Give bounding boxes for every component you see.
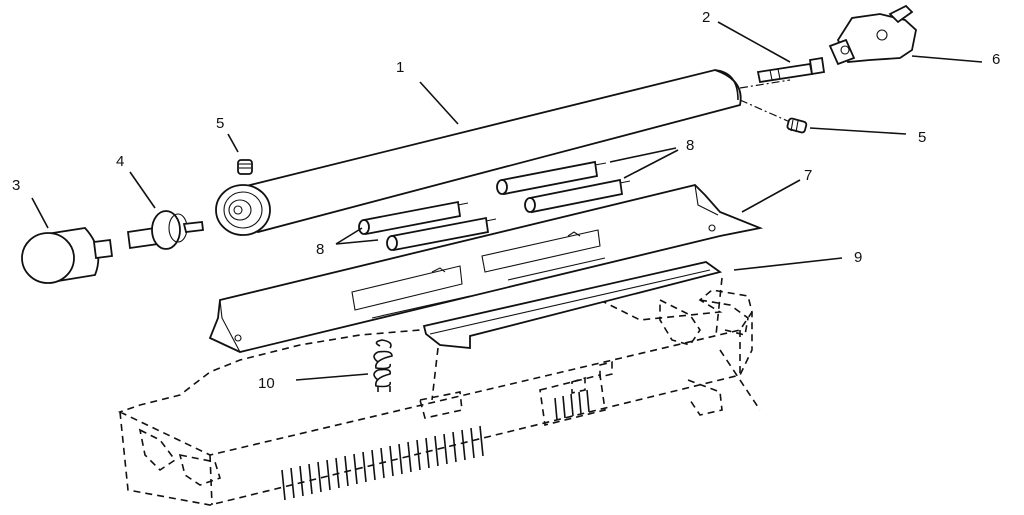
pinch-roller-top-right bbox=[524, 178, 631, 214]
callout-8-right: 8 bbox=[686, 137, 694, 154]
set-screw-left bbox=[237, 159, 253, 175]
callout-10: 10 bbox=[258, 375, 275, 392]
platen-knob-bracket bbox=[828, 4, 917, 66]
platen-knob bbox=[21, 227, 114, 284]
callout-labels: 1 2 3 4 5 5 6 7 8 8 9 10 bbox=[12, 9, 1000, 392]
leader-lines bbox=[31, 21, 983, 381]
callout-3: 3 bbox=[12, 177, 20, 194]
frame-vent-grilles bbox=[281, 389, 590, 501]
platen-gear bbox=[126, 210, 205, 250]
callout-2: 2 bbox=[702, 9, 710, 26]
callout-9: 9 bbox=[854, 249, 862, 266]
guide-rail bbox=[422, 261, 723, 349]
callout-6: 6 bbox=[992, 51, 1000, 68]
callout-4: 4 bbox=[116, 153, 124, 170]
printer-frame bbox=[117, 277, 761, 506]
pinch-roller-top-left bbox=[496, 160, 607, 196]
paper-pan bbox=[208, 184, 764, 353]
shaft-centerline-5 bbox=[739, 99, 791, 123]
set-screw-right bbox=[786, 117, 808, 134]
callout-7: 7 bbox=[804, 167, 812, 184]
callout-8-left: 8 bbox=[316, 241, 324, 258]
callout-1: 1 bbox=[396, 59, 404, 76]
pinch-roller-bottom-left bbox=[358, 200, 469, 236]
platen-shaft bbox=[756, 56, 826, 84]
callout-5-left: 5 bbox=[216, 115, 224, 132]
tension-spring bbox=[373, 339, 393, 392]
pinch-roller-bottom-right bbox=[386, 216, 497, 252]
platen-roller bbox=[215, 69, 742, 236]
callout-5-right: 5 bbox=[918, 129, 926, 146]
